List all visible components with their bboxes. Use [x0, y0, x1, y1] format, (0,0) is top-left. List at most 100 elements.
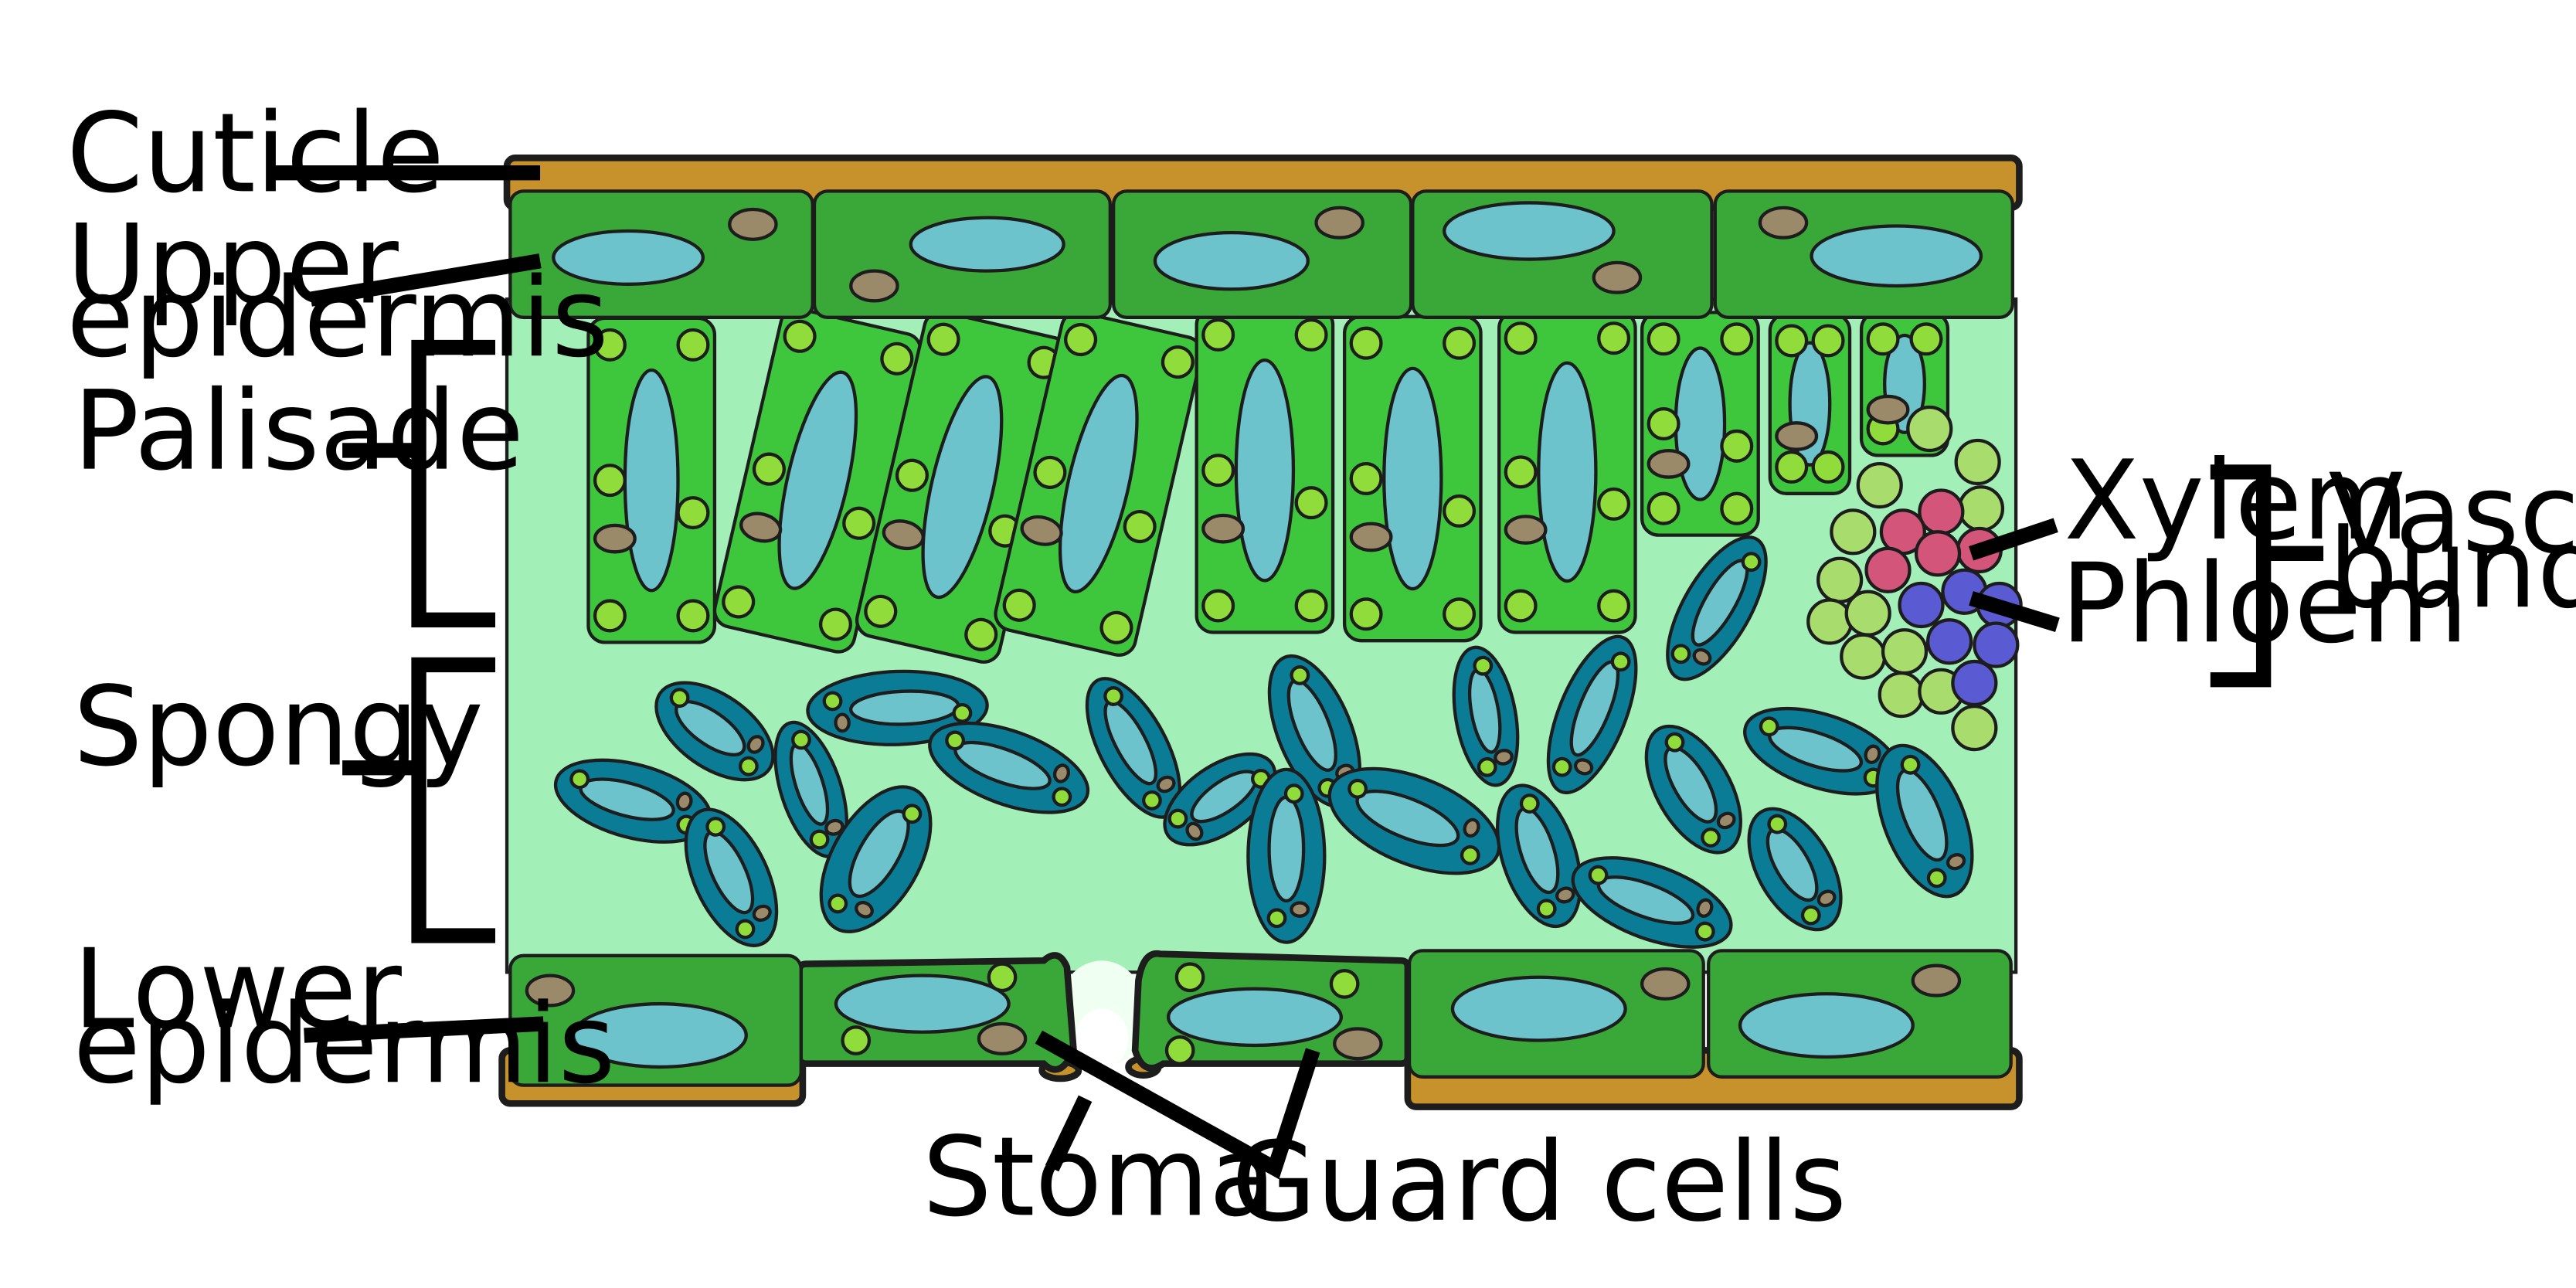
guard-cells-leader	[1035, 1030, 1320, 1180]
chloroplast	[1443, 597, 1477, 631]
vascular-bundle-label-line1: Vascular	[2329, 450, 2576, 578]
vacuole	[1382, 366, 1443, 591]
nucleus	[1864, 744, 1881, 764]
upper-epidermis-leader	[309, 253, 542, 307]
chloroplast	[1741, 552, 1762, 573]
chloroplast	[1142, 790, 1162, 811]
spongy-cell	[1571, 856, 1733, 949]
nucleus	[977, 1021, 1028, 1055]
chloroplast	[1294, 318, 1328, 352]
chloroplast	[783, 319, 817, 353]
chloroplast	[1443, 326, 1477, 360]
nucleus	[1816, 889, 1837, 908]
chloroplast	[735, 919, 756, 940]
chloroplast	[1504, 321, 1538, 355]
chloroplast	[1597, 321, 1631, 355]
nucleus	[1333, 1027, 1383, 1061]
nucleus	[1640, 967, 1691, 1001]
nucleus	[739, 511, 783, 543]
nucleus	[882, 519, 925, 551]
chloroplast	[1002, 588, 1036, 622]
chloroplast	[1349, 461, 1383, 495]
bundle-parenchyma-cell	[1957, 485, 2005, 532]
nucleus	[1185, 821, 1204, 841]
vacuole	[1267, 795, 1306, 903]
spongy-cell	[928, 721, 1090, 814]
xylem-cell	[1914, 530, 1962, 577]
nucleus	[593, 523, 637, 554]
chloroplast	[880, 342, 914, 376]
nucleus	[1647, 449, 1691, 479]
stoma-label: Stoma	[923, 1113, 1276, 1241]
chloroplast	[1033, 455, 1067, 489]
chloroplast	[1201, 318, 1235, 352]
chloroplast	[1551, 756, 1572, 777]
chloroplast	[722, 585, 756, 619]
spongy-cell	[1743, 706, 1900, 796]
chloroplast	[1811, 324, 1845, 358]
nucleus	[746, 735, 765, 754]
vacuole	[552, 229, 705, 286]
nucleus	[1573, 758, 1594, 776]
chloroplast	[738, 756, 759, 777]
stoma-opening-core	[1075, 1008, 1129, 1069]
chloroplast	[1767, 814, 1788, 834]
palisade-cell	[994, 310, 1204, 657]
spongy-cell	[1875, 743, 1974, 899]
chloroplast	[1099, 610, 1133, 644]
chloroplast	[1759, 716, 1779, 737]
nucleus	[675, 791, 693, 812]
vacuole	[571, 1002, 748, 1069]
chloroplast	[809, 829, 830, 850]
chloroplast	[1266, 908, 1287, 929]
bundle-parenchyma-cell	[1830, 508, 1877, 556]
nucleus	[1314, 206, 1364, 240]
vacuole	[834, 974, 1011, 1034]
vascular-bundle-bracket	[2210, 464, 2324, 688]
chloroplast	[1164, 1035, 1195, 1065]
chloroplast	[1329, 969, 1360, 999]
spongy-cell	[1327, 766, 1501, 875]
chloroplast	[569, 769, 590, 790]
bundle-parenchyma-cell	[1806, 598, 1854, 645]
palisade-cell	[1640, 311, 1760, 537]
spongy-cell	[654, 681, 775, 782]
phloem-cell	[1951, 659, 1998, 707]
chloroplast	[1597, 589, 1631, 623]
chloroplast	[1800, 905, 1821, 926]
chloroplast	[791, 729, 811, 750]
palisade-layer	[586, 306, 1950, 664]
vascular-bundle-label-line2: bundle	[2329, 505, 2576, 633]
chloroplast	[1775, 450, 1809, 484]
chloroplast	[1720, 491, 1754, 525]
nucleus	[1463, 817, 1480, 838]
palisade-cell	[1768, 312, 1852, 495]
chloroplast	[1775, 324, 1809, 358]
spongy-layer	[553, 535, 1974, 949]
chloroplast	[1443, 494, 1477, 528]
chloroplast	[842, 506, 876, 540]
nucleus	[1201, 513, 1246, 544]
lower-epidermis-organelles	[834, 962, 1383, 1065]
upper-epidermis-label-line2: epidermis	[66, 254, 609, 382]
spongy-cell	[1747, 807, 1843, 932]
chloroplast	[1349, 597, 1383, 631]
spongy-cell	[1495, 783, 1582, 929]
chloroplast	[669, 688, 690, 709]
chloroplast	[1064, 323, 1098, 357]
nucleus	[1156, 775, 1176, 794]
chloroplast	[1460, 845, 1480, 865]
nucleus	[728, 207, 778, 241]
chloroplast	[895, 458, 929, 492]
chloroplast	[1664, 732, 1685, 753]
chloroplast	[1519, 794, 1540, 814]
chloroplast	[1201, 589, 1235, 623]
nucleus	[1592, 260, 1643, 294]
chloroplast	[987, 962, 1018, 993]
chloroplast	[1588, 865, 1609, 885]
chloroplast	[1909, 322, 1943, 356]
palisade-cell	[1195, 306, 1335, 634]
nucleus	[855, 900, 874, 919]
chloroplast	[1201, 454, 1235, 488]
chloroplast	[752, 452, 786, 486]
